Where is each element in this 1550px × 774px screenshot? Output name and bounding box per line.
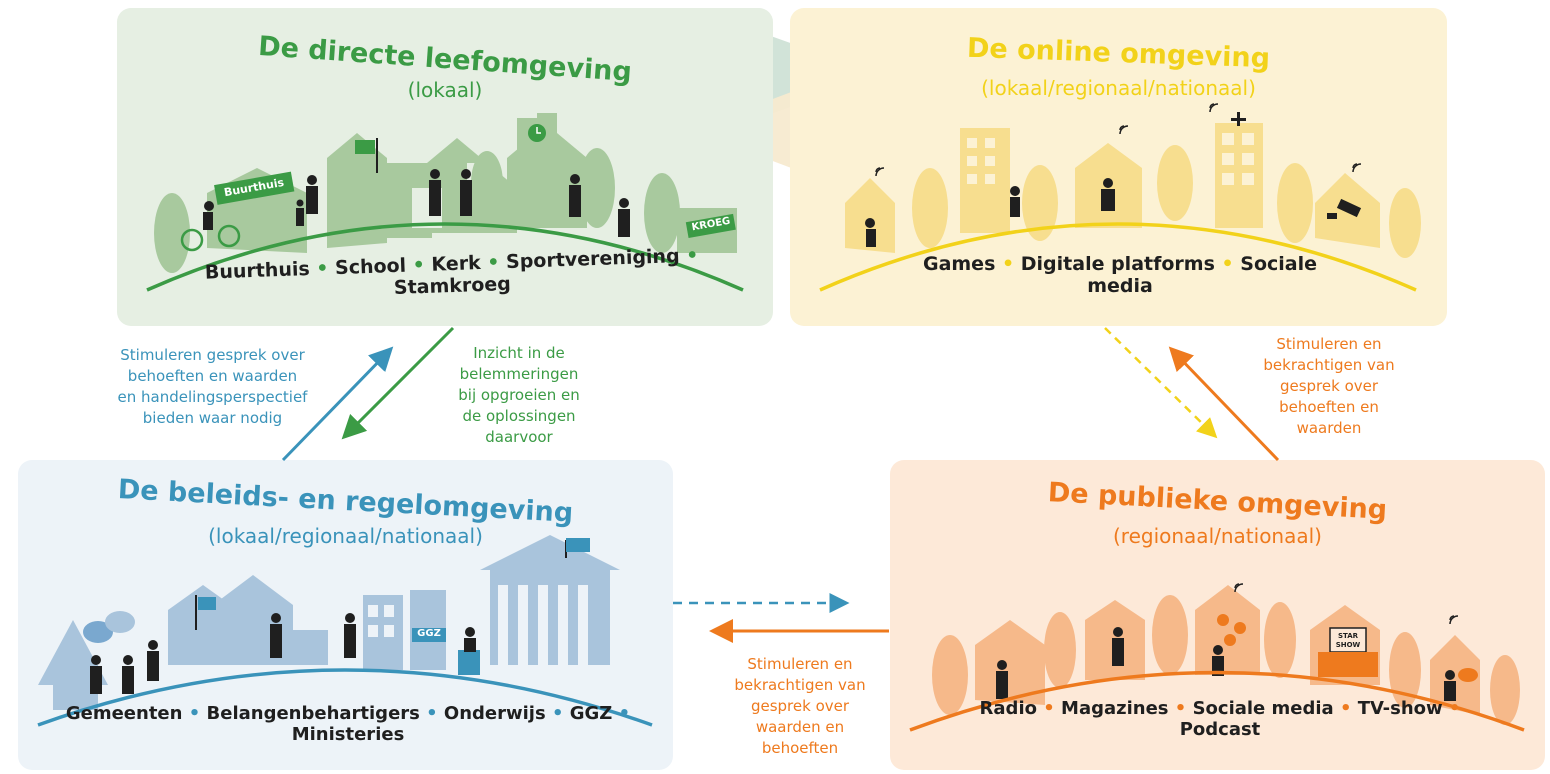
item-games: Games <box>922 253 996 275</box>
annotation-line: en handelingsperspectief <box>117 388 308 406</box>
panel-subtitle: (lokaal/regionaal/nationaal) <box>981 76 1256 100</box>
annotation-line: bekrachtigen van <box>734 676 866 694</box>
item-sociale-media: Sociale media <box>1192 698 1334 719</box>
item-ggz: GGZ <box>569 703 613 724</box>
wifi-icon <box>1234 583 1459 625</box>
social-icon <box>1217 614 1246 646</box>
annotation-line: bieden waar nodig <box>142 409 283 427</box>
panel-subtitle: (lokaal/regionaal/nationaal) <box>208 524 483 548</box>
item-gemeenten: Gemeenten <box>65 703 183 724</box>
annotation-line: Stimuleren en <box>747 655 853 673</box>
tv-screen <box>1329 627 1367 653</box>
clock-icon <box>528 124 546 142</box>
beleid-figures <box>90 613 476 694</box>
item-digitale-platforms: Digitale platforms <box>1020 253 1215 275</box>
annotation-blue-left: Stimuleren gesprek over behoeften en waa… <box>100 345 325 429</box>
annotation-line: behoeften <box>761 739 839 757</box>
item-list: Radio • Magazines • Sociale media • TV-s… <box>979 698 1461 740</box>
panel-subtitle: (lokaal) <box>407 78 483 102</box>
beleid-scene <box>37 535 653 727</box>
annotation-green-left: Inzicht in de belemmeringen bij opgroeie… <box>445 343 593 448</box>
people-figures <box>180 169 630 252</box>
panel-beleid: De beleids- en regelomgeving (lokaal/reg… <box>18 460 673 770</box>
item-podcast: Podcast <box>1179 719 1261 740</box>
online-figures <box>865 178 1115 247</box>
annotation-orange-right: Stimuleren en bekrachtigen van gesprek o… <box>1255 334 1403 439</box>
annotation-line: waarden <box>1296 419 1362 437</box>
annotation-line: bekrachtigen van <box>1263 356 1395 374</box>
annotation-line: Stimuleren en <box>1276 335 1382 353</box>
sign-show-label: STAR SHOW <box>1335 632 1361 649</box>
cross-icon <box>1231 112 1246 126</box>
panel-publiek: De publieke omgeving (regionaal/nationaa… <box>890 460 1545 770</box>
annotation-line: Inzicht in de <box>473 344 565 362</box>
annotation-line: gesprek over <box>1279 377 1379 395</box>
item-list: Games • Digitale platforms • Sociale med… <box>922 253 1318 297</box>
sign-kroeg <box>685 213 736 238</box>
panel-subtitle: (regionaal/nationaal) <box>1113 524 1322 548</box>
flag-icon <box>195 595 216 630</box>
speech-bubble-icon <box>1458 668 1478 682</box>
direct-scene <box>146 113 744 292</box>
wifi-icon <box>875 103 1362 177</box>
arrow-blue-up <box>281 346 394 462</box>
flag-icon <box>565 538 590 558</box>
annotation-line: belemmeringen <box>459 365 579 383</box>
arrow-orange-up <box>1168 346 1280 462</box>
sign-buurthuis <box>214 171 295 205</box>
flag-icon <box>355 138 378 173</box>
item-magazines: Magazines <box>1061 698 1169 719</box>
annotation-line: de oplossingen <box>462 407 576 425</box>
arrow-green-down <box>341 326 455 440</box>
panel-direct: De directe leefomgeving (lokaal) Buurthu… <box>117 8 773 326</box>
panel-online: De online omgeving (lokaal/regionaal/nat… <box>790 8 1447 326</box>
annotation-orange-bottom: Stimuleren en bekrachtigen van gesprek o… <box>726 654 874 759</box>
ggz-sign <box>412 628 446 642</box>
item-ministeries: Ministeries <box>291 724 405 745</box>
chat-bubbles-icon <box>83 611 135 643</box>
item-belangenbehartigers: Belangenbehartigers <box>206 703 420 724</box>
annotation-line: behoeften en <box>1279 398 1379 416</box>
publiek-scene <box>909 583 1525 732</box>
annotation-line: waarden en <box>755 718 845 736</box>
camera-icon <box>1327 198 1362 219</box>
annotation-line: daarvoor <box>485 428 553 446</box>
annotation-line: behoeften en waarden <box>127 367 298 385</box>
annotation-line: gesprek over <box>750 697 850 715</box>
item-sociale-media: Sociale media <box>1087 253 1318 297</box>
item-onderwijs: Onderwijs <box>443 703 546 724</box>
annotation-line: bij opgroeien en <box>458 386 580 404</box>
sign-ggz-label: GGZ <box>417 628 441 639</box>
annotation-line: Stimuleren gesprek over <box>120 346 305 364</box>
arrow-yellow-dashed <box>1104 327 1218 439</box>
item-list: Gemeenten • Belangenbehartigers • Onderw… <box>65 703 631 745</box>
item-radio: Radio <box>979 698 1037 719</box>
item-tv-show: TV-show <box>1357 698 1443 719</box>
online-scene <box>819 103 1421 292</box>
